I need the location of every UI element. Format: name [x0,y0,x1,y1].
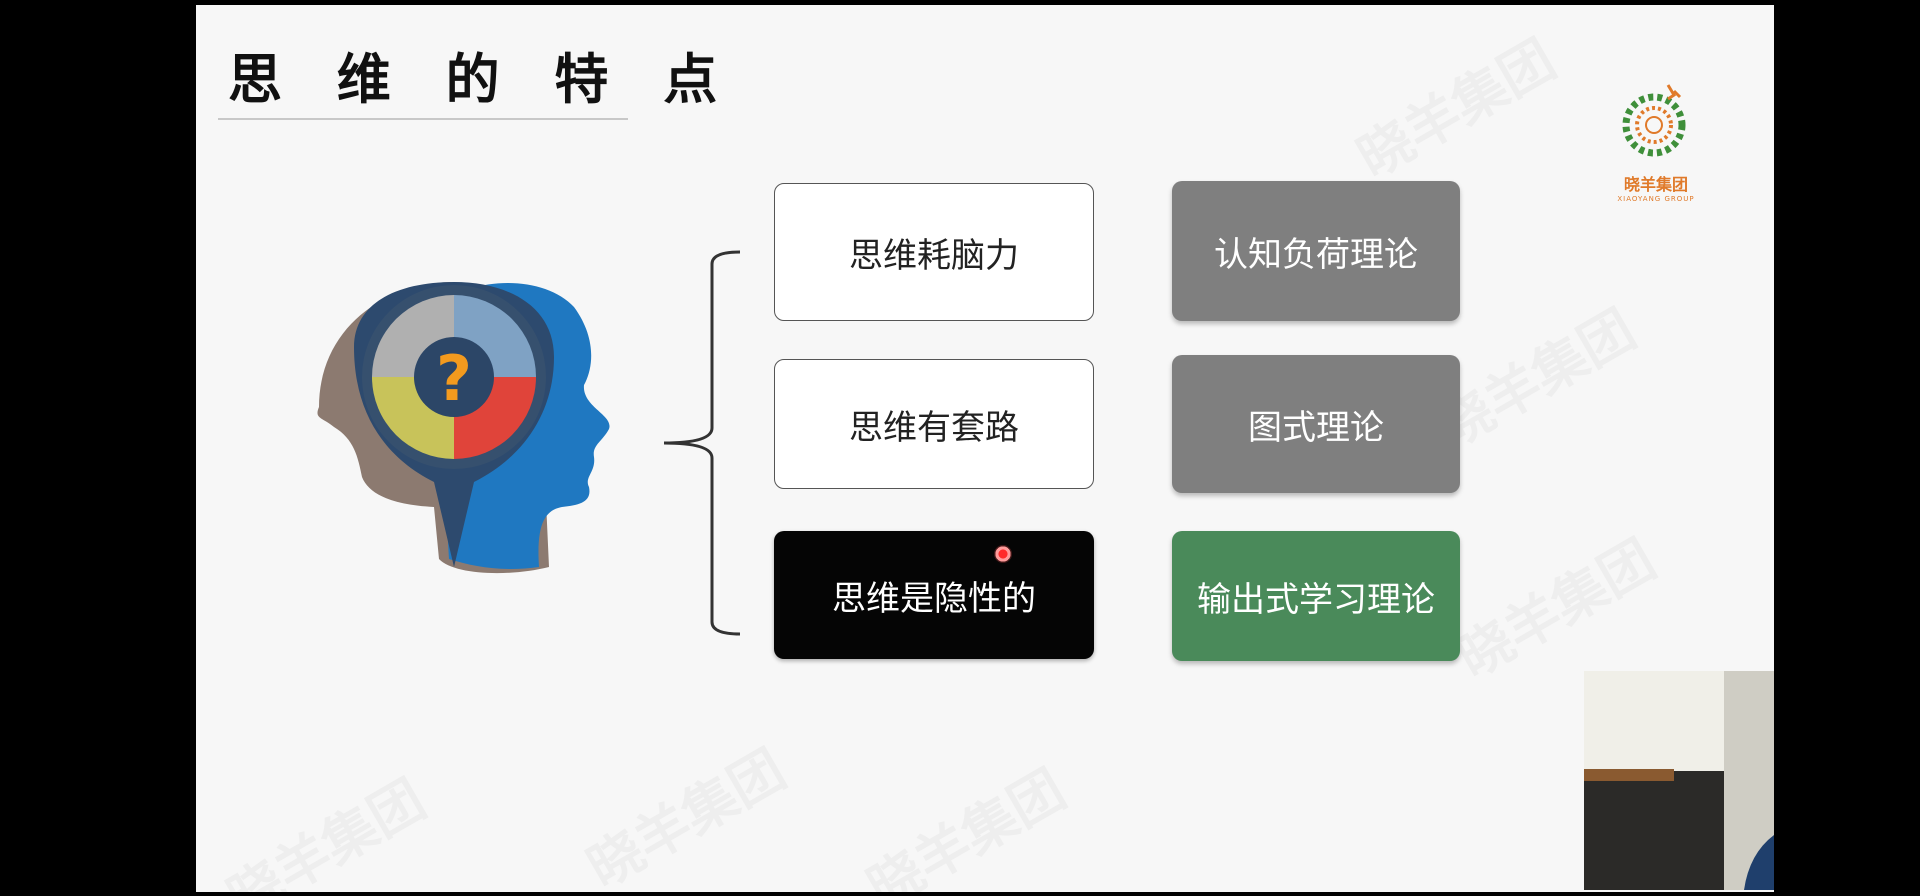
watermark: 晓羊集团 [1341,16,1568,192]
watermark: 晓羊集团 [851,746,1078,892]
theory-box-cognitive-load: 认知负荷理论 [1172,181,1460,321]
svg-text:?: ? [436,342,472,415]
slide-title: 思 维 的 特 点 [228,48,736,111]
head-puzzle-question-icon: ? [317,282,610,574]
watermark: 晓羊集团 [211,756,438,892]
theory-label: 认知负荷理论 [1214,234,1418,275]
logo-name: 晓羊集团 [1623,175,1688,194]
theory-label: 图式理论 [1248,407,1384,448]
watermark: 晓羊集团 [571,726,798,892]
watermark: 晓羊集团 [1441,516,1668,692]
presenter-webcam [1584,671,1774,890]
logo-ring-icon [1622,84,1686,157]
presentation-slide: 晓羊集团 晓羊集团 晓羊集团 晓羊集团 晓羊集团 晓羊集团 思 维 的 特 点 … [196,5,1774,892]
feature-label: 思维有套路 [849,407,1019,448]
presenter-video-icon [1584,671,1774,890]
laser-pointer [994,545,1012,563]
title-underline [218,118,628,120]
theory-box-schema: 图式理论 [1172,355,1460,493]
logo-subtitle: XIAOYANG GROUP [1617,195,1695,203]
feature-box-brain-effort: 思维耗脑力 [774,183,1094,321]
theory-label: 输出式学习理论 [1197,579,1435,620]
feature-box-patterns: 思维有套路 [774,359,1094,489]
feature-label: 思维是隐性的 [832,578,1036,619]
grouping-bracket [663,250,741,636]
feature-box-implicit: 思维是隐性的 [774,531,1094,659]
feature-label: 思维耗脑力 [849,235,1019,276]
theory-box-output-learning: 输出式学习理论 [1172,531,1460,661]
company-logo: 晓羊集团 XIAOYANG GROUP [1616,77,1696,207]
